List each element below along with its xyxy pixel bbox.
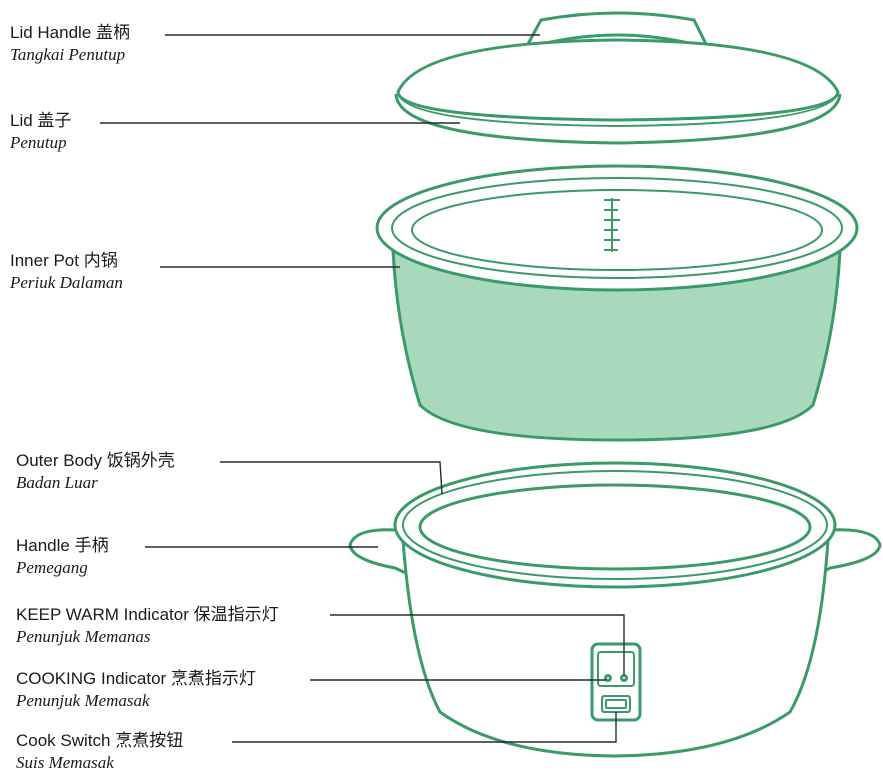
lid-rim-drawing — [394, 93, 842, 145]
leader-lines — [100, 34, 625, 743]
leader-cook-switch — [232, 712, 617, 743]
label-outer-body-name: Outer Body 饭锅外壳 — [16, 451, 175, 470]
label-lid-handle-name: Lid Handle 盖柄 — [10, 23, 131, 42]
label-outer-body-sub: Badan Luar — [16, 473, 98, 492]
outer-body-drawing — [348, 461, 882, 758]
control-panel — [590, 642, 642, 722]
label-inner-pot-sub: Periuk Dalaman — [10, 273, 123, 292]
label-cook-switch-sub: Suis Memasak — [16, 753, 114, 772]
label-cooking-indicator: COOKING Indicator 烹煮指示灯 Penunjuk Memasak — [16, 668, 256, 712]
label-handle-name: Handle 手柄 — [16, 536, 109, 555]
label-inner-pot: Inner Pot 内锅 Periuk Dalaman — [10, 250, 123, 294]
label-lid-name: Lid 盖子 — [10, 111, 72, 130]
leader-keep-warm — [330, 614, 625, 675]
label-cook-switch: Cook Switch 烹煮按钮 Suis Memasak — [16, 730, 183, 774]
outer-body-rim — [393, 461, 837, 589]
label-lid-sub: Penutup — [10, 133, 67, 152]
inner-pot-drawing — [375, 164, 859, 442]
label-lid-handle-sub: Tangkai Penutup — [10, 45, 126, 64]
label-keep-warm-indicator-sub: Penunjuk Memanas — [16, 627, 151, 646]
cooking-indicator-light — [604, 674, 612, 682]
label-keep-warm-indicator: KEEP WARM Indicator 保温指示灯 Penunjuk Meman… — [16, 604, 279, 648]
label-cook-switch-name: Cook Switch 烹煮按钮 — [16, 731, 184, 750]
label-handle: Handle 手柄 Pemegang — [16, 535, 109, 579]
label-cooking-indicator-sub: Penunjuk Memasak — [16, 691, 150, 710]
lid-drawing — [394, 11, 842, 145]
label-cooking-indicator-name: COOKING Indicator 烹煮指示灯 — [16, 669, 256, 688]
water-level-scale — [604, 198, 620, 252]
label-keep-warm-indicator-name: KEEP WARM Indicator 保温指示灯 — [16, 605, 279, 624]
inner-pot-body — [391, 248, 842, 442]
label-lid-handle: Lid Handle 盖柄 Tangkai Penutup — [10, 22, 130, 66]
label-lid: Lid 盖子 Penutup — [10, 110, 71, 154]
label-inner-pot-name: Inner Pot 内锅 — [10, 251, 118, 270]
label-outer-body: Outer Body 饭锅外壳 Badan Luar — [16, 450, 175, 494]
keep-warm-indicator-light — [620, 674, 628, 682]
label-handle-sub: Pemegang — [16, 558, 88, 577]
lid-dome-drawing — [396, 38, 840, 122]
leader-outer-body — [220, 461, 443, 495]
